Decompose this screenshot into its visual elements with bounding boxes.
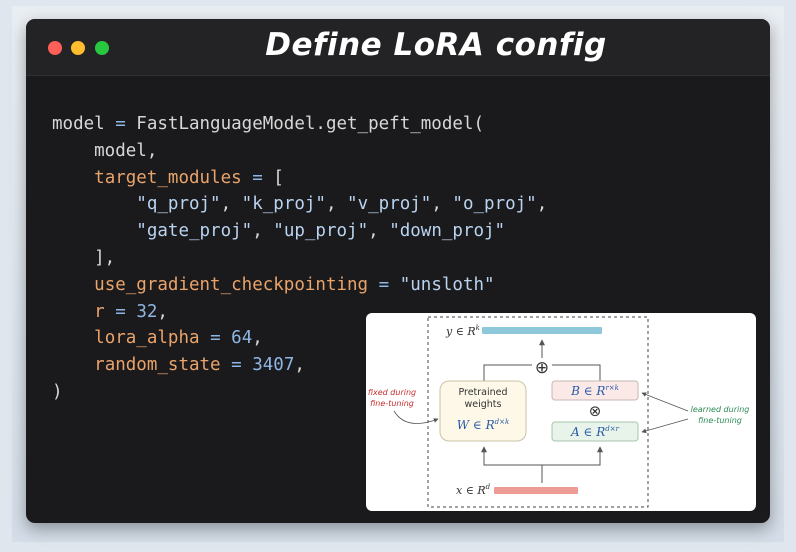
times-symbol: ⊗ [589, 402, 602, 420]
code-token-plain: , [220, 194, 242, 215]
code-token-plain [368, 275, 379, 295]
code-line: target_modules = [ [52, 165, 547, 192]
code-block: model = FastLanguageModel.get_peft_model… [52, 111, 547, 406]
code-token-str: "q_proj" [136, 194, 221, 215]
code-token-plain: ], [52, 247, 116, 268]
code-line: model = FastLanguageModel.get_peft_model… [52, 111, 547, 138]
zoom-button[interactable] [95, 41, 109, 55]
code-token-plain: , [368, 221, 390, 242]
code-token-str: "o_proj" [452, 194, 537, 215]
code-token-op: = [252, 167, 263, 188]
code-token-plain [52, 355, 94, 375]
code-token-plain [52, 194, 136, 214]
code-line: random_state = 3407, [52, 352, 547, 379]
b-matrix-box [551, 380, 639, 401]
window-title: Define LoRA config [265, 27, 607, 63]
code-token-str: "v_proj" [347, 194, 432, 215]
code-token-plain [105, 302, 116, 322]
code-token-op: = [115, 301, 126, 322]
output-bar [482, 327, 602, 334]
code-token-plain [52, 328, 94, 348]
code-token-plain [52, 168, 94, 188]
a-matrix-box [551, 421, 639, 442]
pretrained-line2: weights [465, 399, 502, 410]
code-token-arg: use_gradient_checkpointing [94, 274, 369, 295]
code-token-plain [242, 168, 253, 188]
code-line: use_gradient_checkpointing = "unsloth" [52, 272, 547, 299]
learned-arrow-b [641, 392, 689, 412]
input-left-arrow [481, 446, 543, 483]
code-token-num: 64 [231, 328, 253, 349]
code-token-op: = [115, 114, 126, 134]
code-token-plain: , [294, 355, 305, 376]
minimize-button[interactable] [71, 41, 85, 55]
code-token-arg: r [94, 301, 105, 322]
code-token-arg: random_state [94, 355, 221, 376]
learned-line2: fine-tuning [698, 416, 742, 425]
code-token-plain: model, [52, 140, 158, 161]
code-line: lora_alpha = 64, [52, 325, 547, 352]
input-right-arrow [542, 446, 603, 466]
code-token-plain: , [536, 194, 548, 215]
code-token-plain [389, 275, 400, 295]
a-eq: A ∈ Rd×r [570, 425, 620, 439]
input-bar [494, 487, 578, 494]
code-token-arg: target_modules [94, 167, 242, 188]
code-token-plain: FastLanguageModel.get_peft_model( [125, 114, 484, 134]
code-token-op: = [210, 328, 221, 349]
learned-arrow-a [641, 418, 689, 434]
code-token-plain: , [325, 194, 348, 215]
code-token-op: = [231, 355, 242, 376]
code-line: ) [52, 379, 547, 406]
fixed-arrow [393, 410, 439, 424]
code-line: "q_proj", "k_proj", "v_proj", "o_proj", [52, 191, 547, 218]
code-token-plain: , [157, 301, 168, 322]
code-token-arg: lora_alpha [94, 328, 200, 349]
module-frame [427, 316, 649, 508]
code-token-num: 32 [136, 301, 158, 322]
code-token-plain [52, 302, 94, 322]
code-token-str: "down_proj" [389, 221, 506, 242]
code-token-plain: , [252, 221, 274, 242]
code-token-plain [52, 221, 136, 241]
code-token-str: "up_proj" [273, 221, 369, 242]
fixed-line1: fixed during [368, 388, 416, 397]
window-titlebar: Define LoRA config [26, 19, 770, 76]
code-token-plain [221, 328, 232, 348]
pretrained-box [439, 380, 527, 442]
code-token-plain [126, 302, 137, 322]
code-token-str: "k_proj" [241, 194, 326, 215]
code-token-str: "gate_proj" [136, 221, 253, 242]
fixed-line2: fine-tuning [370, 399, 414, 408]
code-line: model, [52, 138, 547, 165]
code-token-plain [200, 328, 211, 348]
code-line: "gate_proj", "up_proj", "down_proj" [52, 218, 547, 245]
code-token-plain: ) [52, 381, 63, 402]
left-merge-line [483, 364, 532, 381]
code-line: ], [52, 245, 547, 272]
close-button[interactable] [48, 41, 62, 55]
code-token-num: 3407 [252, 355, 295, 376]
pretrained-eq: W ∈ Rd×k [457, 418, 509, 432]
pretrained-line1: Pretrained [458, 387, 507, 398]
code-token-str: "unsloth" [399, 274, 495, 295]
code-token-plain: [ [262, 167, 284, 188]
input-label: x ∈ Rd [456, 483, 491, 497]
output-label: y ∈ Rk [445, 324, 480, 338]
code-token-plain [221, 355, 232, 375]
code-token-plain: model [52, 114, 116, 134]
code-token-plain: , [252, 328, 263, 349]
code-token-plain [242, 355, 253, 375]
lora-diagram: y ∈ Rk ⊕ Pretrained weights W ∈ Rd×k B ∈… [366, 313, 756, 511]
code-token-op: = [378, 274, 390, 295]
code-token-plain [52, 275, 94, 295]
lora-diagram-svg: y ∈ Rk ⊕ Pretrained weights W ∈ Rd×k B ∈… [368, 316, 750, 508]
plus-symbol: ⊕ [535, 358, 549, 378]
code-token-plain: , [431, 194, 453, 215]
code-line: r = 32, [52, 299, 547, 326]
right-merge-line [552, 364, 601, 381]
learned-line1: learned during [691, 405, 750, 414]
b-eq: B ∈ Rr×k [570, 384, 619, 398]
